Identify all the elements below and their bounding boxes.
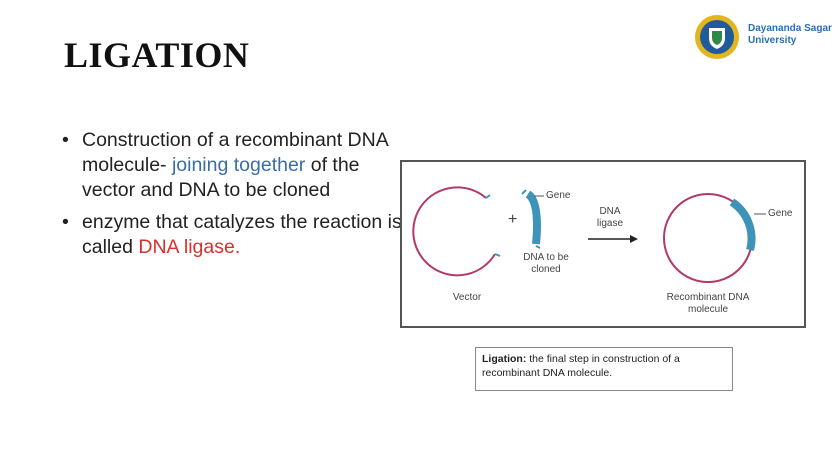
bullet-highlight: DNA ligase. xyxy=(138,236,241,258)
plus-sign: + xyxy=(508,211,518,228)
bullet-list: Construction of a recombinant DNA molecu… xyxy=(62,128,402,267)
caption-text: the final step in construction of a reco… xyxy=(482,353,680,379)
bullet-text: enzyme that catalyzes the reaction is ca… xyxy=(82,211,402,258)
ligase-arrowhead xyxy=(630,235,638,243)
insert-end-top xyxy=(521,189,527,195)
gene-label: Gene xyxy=(546,190,571,201)
bullet-item: Construction of a recombinant DNA molecu… xyxy=(62,128,402,203)
slide-title: LIGATION xyxy=(64,35,250,75)
ligation-figure: Gene + DNA to be cloned Vector DNA ligas… xyxy=(400,160,806,328)
insert-end-bottom xyxy=(535,245,541,249)
recombinant-gene xyxy=(729,198,756,252)
university-logo: Dayananda Sagar University xyxy=(694,14,834,60)
recombinant-gene-label: Gene xyxy=(768,208,793,219)
bullet-text-end: of the vector and DNA to be cloned xyxy=(82,154,360,201)
insert-label: DNA to be cloned xyxy=(523,252,569,275)
figure-caption: Ligation: the final step in construction… xyxy=(475,347,733,391)
bullet-highlight: joining together xyxy=(171,154,306,176)
vector-sticky-end-top xyxy=(485,194,491,199)
ligation-diagram xyxy=(412,186,766,283)
vector-label: Vector xyxy=(452,292,482,303)
insert-dna xyxy=(525,190,541,245)
bullet-item: enzyme that catalyzes the reaction is ca… xyxy=(62,210,402,260)
bullet-text: Construction of a recombinant DNA molecu… xyxy=(82,129,388,176)
recombinant-label: Recombinant DNA molecule xyxy=(666,292,750,315)
university-seal-icon xyxy=(695,15,739,59)
vector-plasmid xyxy=(412,186,496,277)
logo-text: Dayananda Sagar University xyxy=(748,23,832,47)
ligase-label: DNA ligase xyxy=(596,206,624,229)
vector-sticky-end-bottom xyxy=(494,253,501,257)
caption-bold: Ligation: xyxy=(482,353,527,365)
logo-line1: Dayananda Sagar xyxy=(748,23,832,34)
logo-line2: University xyxy=(748,35,797,46)
